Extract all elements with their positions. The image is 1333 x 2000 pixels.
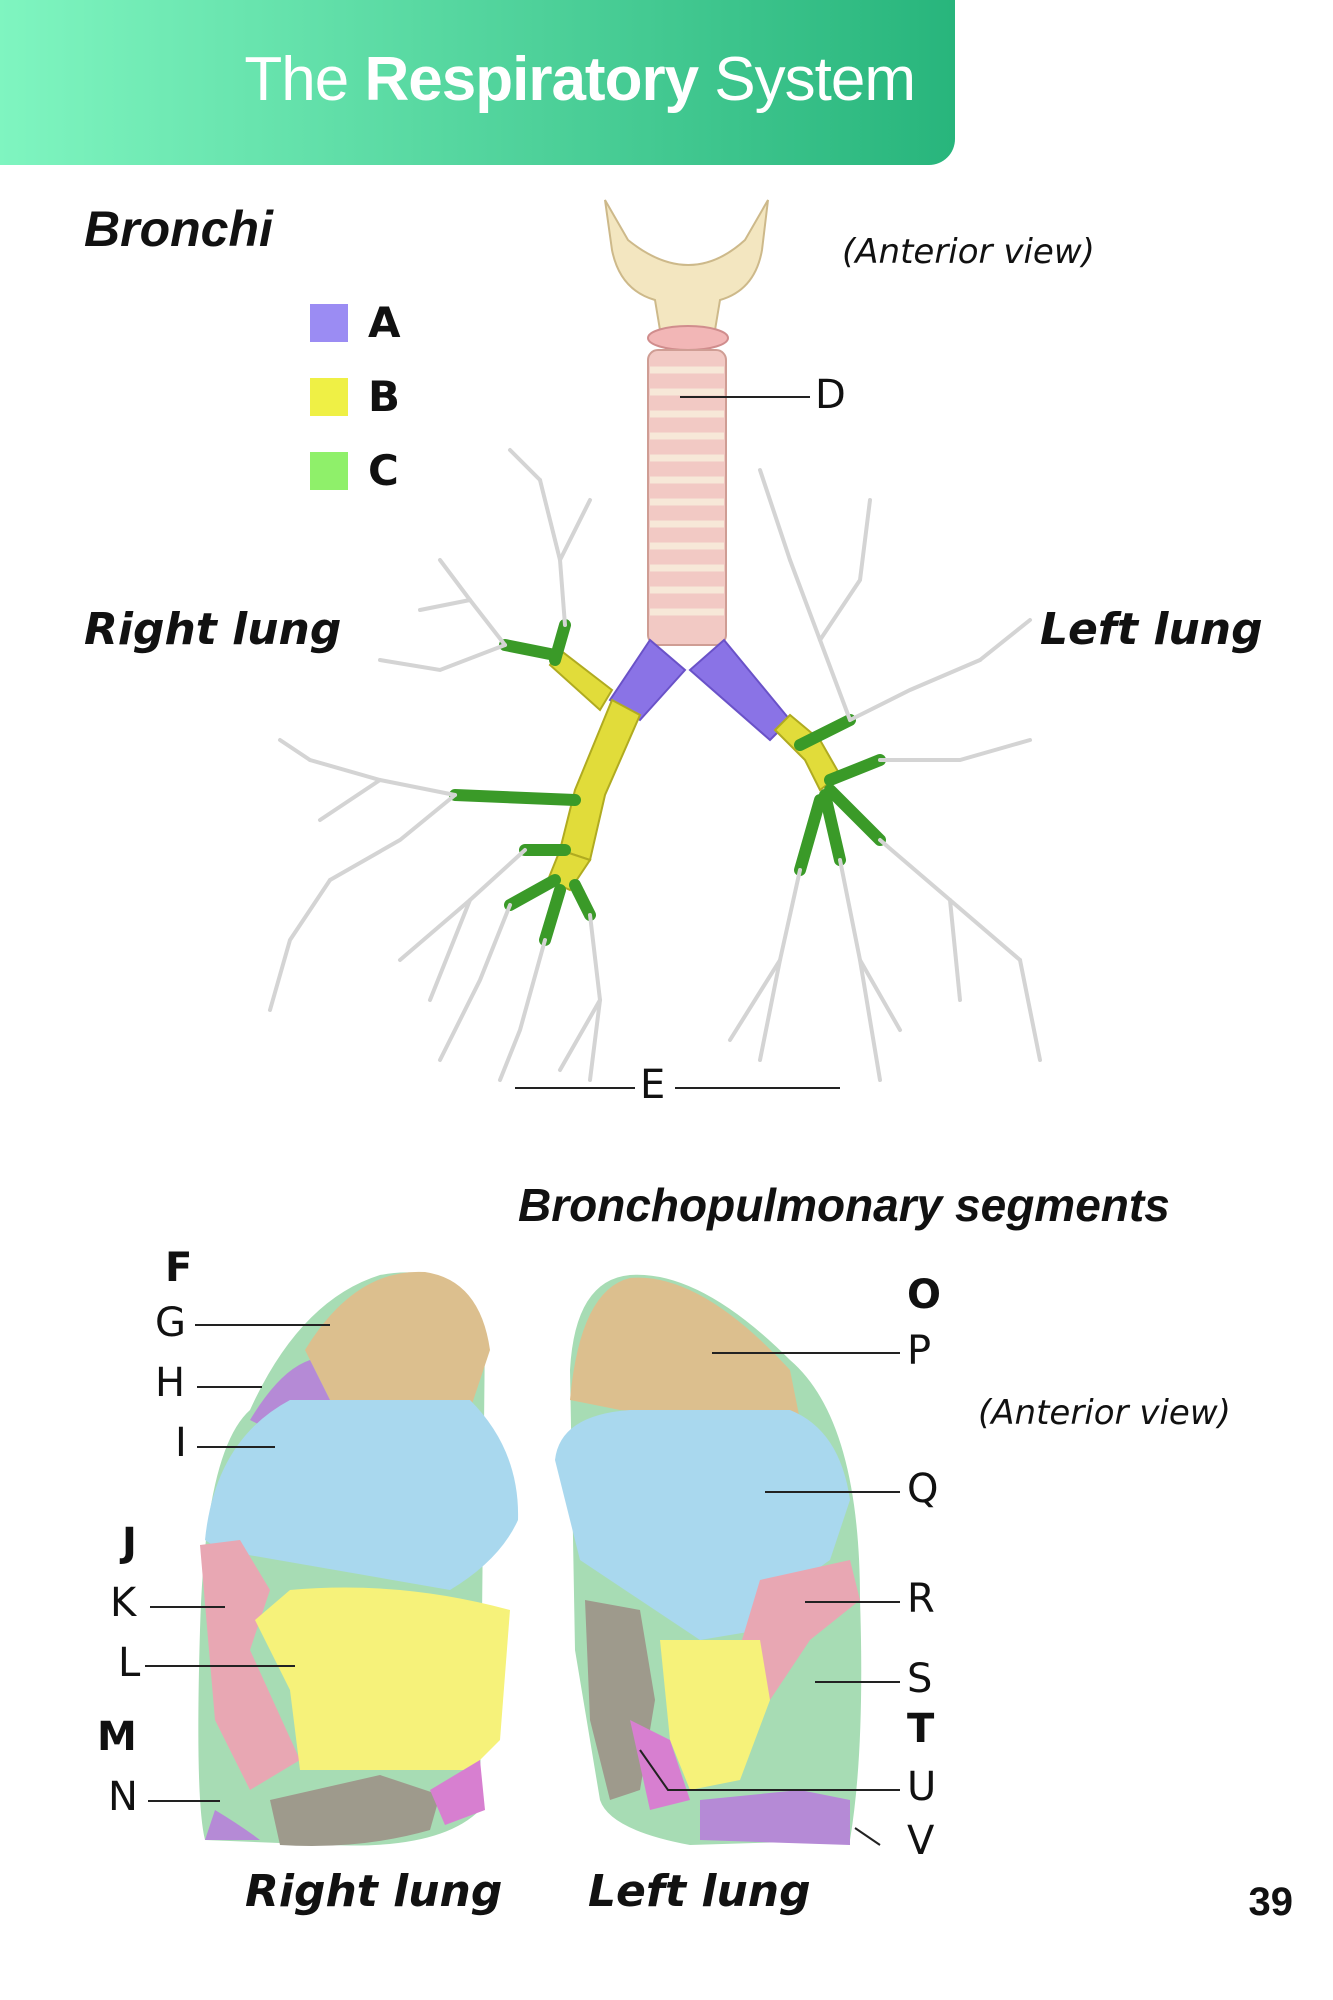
label-r: R (907, 1576, 935, 1622)
label-s: S (907, 1656, 933, 1702)
segments-heading: Bronchopulmonary segments (518, 1179, 1170, 1231)
bronchi-right-lung-label: Right lung (84, 604, 342, 655)
header-banner: The Respiratory System (0, 0, 955, 165)
segment-leader-lines-right (145, 1324, 330, 1802)
label-p: P (907, 1328, 932, 1374)
bronchiole-tree-left (728, 468, 1042, 1082)
legend-item-a: A (310, 298, 401, 347)
label-k: K (110, 1580, 137, 1626)
segment-leader-lines-left (639, 1352, 900, 1846)
bronchi-view-caption: (Anterior view) (842, 232, 1095, 272)
legend-label-c: C (368, 446, 399, 495)
segments-view-caption: (Anterior view) (978, 1393, 1231, 1433)
legend-swatch-c (310, 451, 348, 490)
legend-item-c: C (310, 446, 399, 495)
larynx (604, 199, 769, 351)
lobar-bronchi (546, 648, 842, 892)
legend-label-b: B (368, 372, 401, 421)
label-i: I (175, 1420, 187, 1466)
right-lung-segments (198, 1271, 519, 1846)
legend-label-a: A (368, 298, 401, 347)
page-title: The Respiratory System (244, 45, 916, 114)
label-n: N (108, 1774, 138, 1820)
label-o: O (907, 1272, 942, 1318)
label-v: V (907, 1818, 935, 1864)
label-e: E (640, 1062, 666, 1108)
bronchi-left-lung-label: Left lung (1040, 604, 1263, 655)
segmental-bronchi (449, 619, 886, 946)
segments-right-lung-caption: Right lung (245, 1866, 503, 1917)
segments-left-lung-caption: Left lung (588, 1866, 811, 1917)
label-d: D (815, 372, 846, 418)
label-h: H (155, 1360, 186, 1406)
label-l: L (118, 1640, 141, 1686)
label-g: G (155, 1300, 186, 1346)
label-m: M (97, 1714, 137, 1760)
label-q: Q (907, 1466, 939, 1512)
legend-swatch-b (310, 377, 348, 416)
label-j: J (122, 1520, 137, 1566)
bronchiole-tree-right (268, 448, 603, 1082)
label-u: U (907, 1764, 937, 1810)
legend-item-b: B (310, 372, 400, 421)
trachea (647, 349, 727, 646)
bronchi-heading: Bronchi (84, 201, 273, 257)
legend-swatch-a (310, 303, 348, 342)
label-f: F (165, 1245, 193, 1291)
label-t: T (907, 1706, 935, 1752)
page-number: 39 (1248, 1880, 1294, 1924)
main-bronchi (608, 638, 792, 742)
left-lung-segments (555, 1274, 862, 1845)
